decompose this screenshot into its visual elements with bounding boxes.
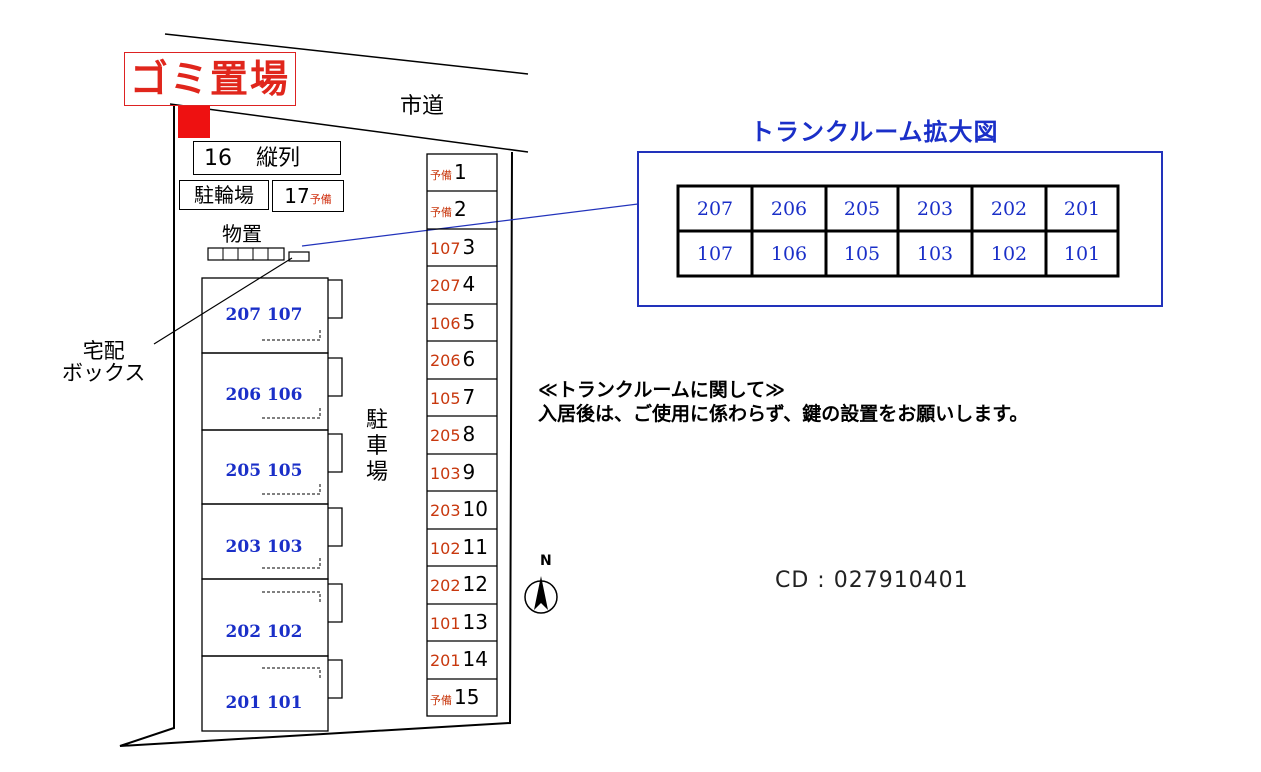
slot-number: 15 [454, 685, 480, 709]
unit-label: 201 101 [225, 693, 303, 713]
unit-label: 206 106 [225, 385, 303, 405]
trunk-room-notice: ≪トランクルームに関して≫ 入居後は、ご使用に係わらず、鍵の設置をお願いします。 [538, 378, 1028, 426]
compass-north-label: N [540, 553, 552, 569]
trunk-cell: 107 [696, 243, 734, 265]
storage-label: 物置 [222, 222, 262, 246]
slot-number: 12 [462, 572, 488, 596]
garbage-area-label: ゴミ置場 [124, 52, 296, 106]
slot-owner: 105 [430, 389, 461, 408]
slot-owner: 予備 [430, 169, 452, 182]
trunk-cell: 201 [1063, 198, 1101, 220]
road-label: 市道 [400, 94, 445, 119]
slot-number: 7 [462, 385, 476, 409]
slot-number: 8 [462, 422, 476, 446]
notice-body: 入居後は、ご使用に係わらず、鍵の設置をお願いします。 [538, 403, 1029, 425]
slot-owner: 予備 [430, 694, 452, 707]
trunk-cell: 206 [770, 198, 808, 220]
trunk-cell: 205 [843, 198, 881, 220]
slot-owner: 203 [430, 501, 461, 520]
unit-label: 203 103 [225, 537, 303, 557]
property-code: CD : 027910401 [775, 568, 969, 593]
parking-char: 場 [365, 460, 388, 485]
delivery-box-line2: ボックス [62, 361, 146, 385]
trunk-cell: 105 [843, 243, 881, 265]
unit-label: 205 105 [225, 461, 303, 481]
slot-number: 1 [454, 160, 467, 184]
notice-heading: ≪トランクルームに関して≫ [538, 379, 786, 401]
slot-owner: 103 [430, 464, 461, 483]
slot-number: 9 [462, 460, 476, 484]
delivery-box-line1: 宅配 [82, 339, 125, 363]
slot-owner: 101 [430, 614, 461, 633]
delivery-box-label: 宅配 ボックス [62, 340, 145, 384]
slot-number: 5 [462, 310, 476, 334]
unit-label: 202 102 [225, 622, 303, 642]
slot-number: 11 [462, 535, 488, 559]
parking-label: 駐 車 場 [364, 408, 390, 486]
slot-number: 3 [462, 235, 476, 259]
trunk-cell: 207 [696, 198, 734, 220]
vertical-parking-label: 縦列 [256, 146, 301, 171]
slot-owner: 206 [430, 351, 461, 370]
vertical-parking-number: 16 [204, 146, 232, 171]
slot-owner: 205 [430, 426, 461, 445]
slot-number: 14 [462, 647, 488, 671]
slot-owner: 予備 [430, 206, 452, 219]
trunk-cell: 202 [990, 198, 1028, 220]
vertical-parking-box: 16 縦列 [193, 141, 341, 175]
slot-owner: 202 [430, 576, 461, 595]
slot-number: 4 [462, 272, 476, 296]
slot-owner: 106 [430, 314, 461, 333]
slot-number: 2 [454, 197, 467, 221]
garbage-area-marker [178, 106, 210, 138]
spare-17-box: 17予備 [272, 180, 344, 212]
slot-number: 13 [462, 610, 488, 634]
trunk-room-title: トランクルーム拡大図 [750, 118, 999, 146]
trunk-cell: 203 [916, 198, 954, 220]
trunk-cell: 106 [770, 243, 808, 265]
slot-owner: 102 [430, 539, 461, 558]
spare-17-number: 17 [284, 184, 310, 208]
slot-number: 6 [462, 347, 476, 371]
unit-label: 207 107 [225, 305, 303, 325]
parking-char: 車 [365, 434, 388, 459]
trunk-cell: 101 [1063, 243, 1101, 265]
bike-parking-label: 駐輪場 [179, 180, 269, 210]
slot-owner: 201 [430, 651, 461, 670]
slot-number: 10 [462, 497, 488, 521]
slot-owner: 107 [430, 239, 461, 258]
trunk-cell: 103 [916, 243, 954, 265]
slot-owner: 207 [430, 276, 461, 295]
spare-17-tag: 予備 [309, 193, 332, 206]
trunk-cell: 102 [990, 243, 1028, 265]
parking-char: 駐 [365, 408, 388, 433]
